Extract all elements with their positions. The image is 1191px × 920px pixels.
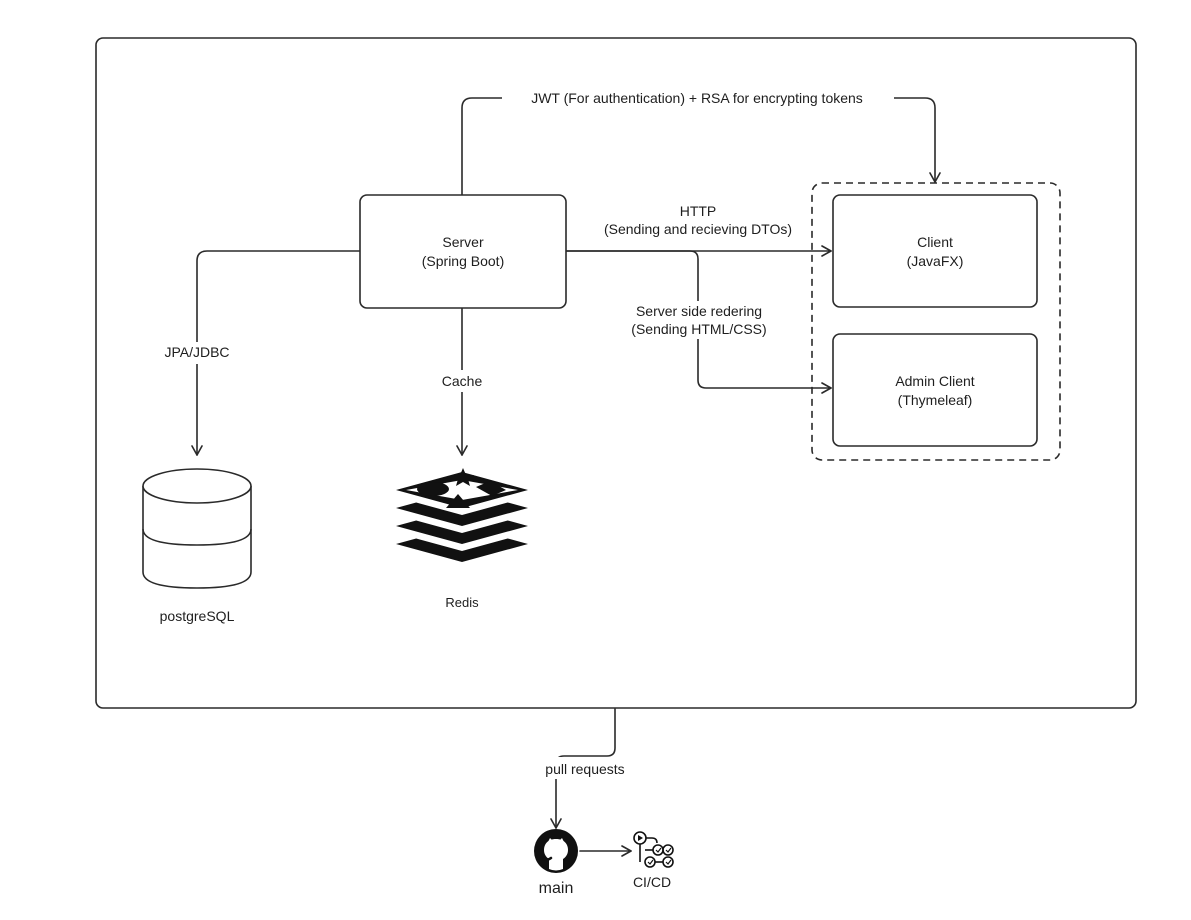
edge-ssr-label-line2: (Sending HTML/CSS) (631, 321, 766, 337)
redis-node[interactable]: Redis (396, 468, 528, 610)
redis-label: Redis (445, 595, 479, 610)
edge-jwt-label: JWT (For authentication) + RSA for encry… (531, 90, 863, 106)
postgresql-label: postgreSQL (160, 608, 235, 624)
github-node[interactable]: main (534, 829, 578, 897)
edge-http-label-line2: (Sending and recieving DTOs) (604, 221, 792, 237)
github-icon (534, 829, 578, 873)
postgresql-node[interactable]: postgreSQL (142, 468, 252, 624)
admin-client-title: Admin Client (895, 373, 974, 389)
admin-client-subtitle: (Thymeleaf) (898, 392, 973, 408)
edge-http-label-line1: HTTP (680, 203, 717, 219)
server-node[interactable]: Server (Spring Boot) (359, 194, 567, 309)
edge-jwt (461, 97, 941, 196)
admin-client-node[interactable]: Admin Client (Thymeleaf) (832, 333, 1038, 447)
server-subtitle: (Spring Boot) (422, 253, 504, 269)
edge-ssr-label-line1: Server side redering (636, 303, 762, 319)
github-branch-label: main (539, 880, 574, 897)
client-title: Client (917, 234, 953, 250)
client-subtitle: (JavaFX) (907, 253, 964, 269)
workflow-icon (633, 831, 674, 868)
edge-jpa-label: JPA/JDBC (164, 344, 229, 360)
database-icon (142, 468, 252, 589)
cicd-node[interactable]: CI/CD (633, 831, 674, 890)
client-group-frame (811, 182, 1061, 461)
edge-jpa-jdbc (191, 250, 361, 456)
cicd-label: CI/CD (633, 874, 671, 890)
edge-pull-requests-label: pull requests (545, 761, 624, 777)
edge-cache-label: Cache (442, 373, 483, 389)
redis-logo-icon (396, 468, 528, 562)
server-title: Server (442, 234, 484, 250)
system-boundary-frame (95, 37, 1137, 709)
client-node[interactable]: Client (JavaFX) (832, 194, 1038, 308)
